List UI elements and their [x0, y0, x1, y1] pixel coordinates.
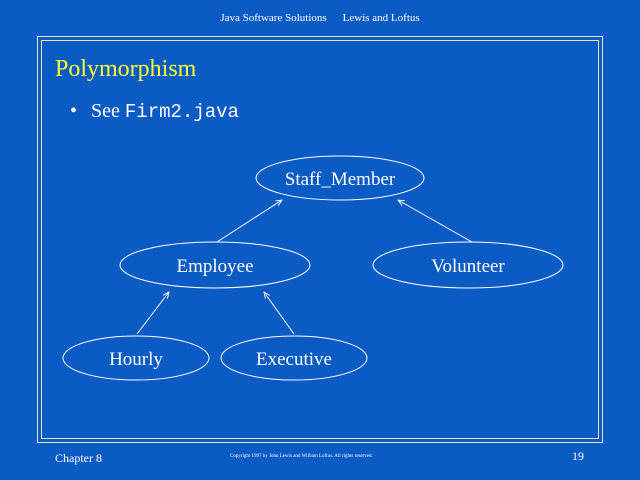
node-staff-member: Staff_Member	[255, 155, 425, 201]
node-hourly: Hourly	[62, 335, 210, 381]
slide-title: Polymorphism	[55, 56, 197, 82]
bullet-item: • See Firm2.java	[70, 100, 239, 123]
slide-frame-outer	[37, 36, 603, 443]
bullet-text: See	[91, 100, 120, 122]
authors: Lewis and Loftus	[342, 12, 420, 24]
slide-header: Java Software Solutions Lewis and Loftus	[0, 12, 640, 24]
bullet-marker: •	[70, 100, 78, 122]
copyright-notice: Copyright 1997 by John Lewis and William…	[230, 454, 373, 459]
node-employee: Employee	[119, 241, 311, 289]
page-number: 19	[572, 449, 584, 463]
node-volunteer: Volunteer	[372, 241, 564, 289]
node-staff-member-label: Staff_Member	[285, 169, 396, 190]
node-executive-label: Executive	[256, 349, 332, 370]
node-hourly-label: Hourly	[109, 349, 163, 370]
edge-volunteer-to-staff-member	[398, 200, 473, 243]
slide-frame-inner	[41, 40, 599, 439]
book-title: Java Software Solutions	[220, 12, 327, 24]
bullet-code: Firm2.java	[124, 101, 239, 123]
node-employee-label: Employee	[176, 256, 253, 277]
edge-hourly-to-employee	[136, 292, 169, 335]
node-volunteer-label: Volunteer	[431, 256, 505, 277]
edge-employee-to-staff-member	[216, 200, 282, 243]
edge-executive-to-employee	[264, 292, 295, 335]
chapter-label: Chapter 8	[55, 451, 102, 465]
node-executive: Executive	[220, 335, 368, 381]
